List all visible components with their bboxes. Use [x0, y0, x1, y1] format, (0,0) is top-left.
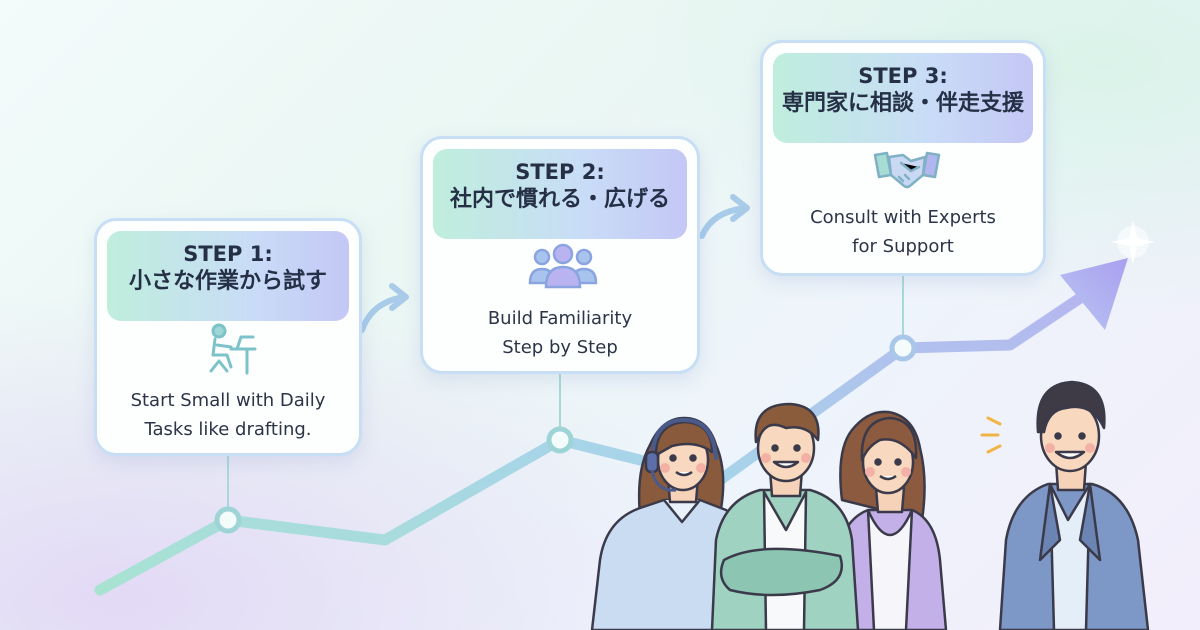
- path-node-3: [889, 334, 917, 362]
- step-desc-3b: for Support: [852, 236, 954, 257]
- sparkle-icon: [1111, 220, 1155, 264]
- step-card-3: STEP 3: 専門家に相談・伴走支援 Consult with Experts…: [760, 40, 1046, 276]
- handshake-icon: [873, 151, 941, 189]
- path-node-1: [214, 506, 242, 534]
- group-of-people-icon: [528, 243, 598, 289]
- step-number-1: STEP 1:: [183, 242, 273, 266]
- step-desc-2b: Step by Step: [502, 337, 618, 358]
- step-label-2: STEP 2: 社内で慣れる・広げる: [433, 149, 687, 239]
- step-label-3: STEP 3: 専門家に相談・伴走支援: [773, 53, 1033, 143]
- step-desc-2a: Build Familiarity: [487, 308, 633, 329]
- step-desc-3a: Consult with Experts: [810, 207, 996, 228]
- step-number-2: STEP 2:: [515, 160, 605, 184]
- person-woman-cardigan: [828, 410, 948, 630]
- person-man-suit: [998, 380, 1150, 630]
- growth-arrow-head: [1060, 258, 1128, 330]
- step-card-1: STEP 1: 小さな作業から試す Start Small with Daily…: [94, 218, 362, 456]
- person-at-desk-icon: [209, 323, 257, 375]
- step-title-2: 社内で慣れる・広げる: [449, 187, 670, 212]
- step-number-3: STEP 3:: [858, 64, 948, 88]
- curved-arrow-2: [699, 194, 750, 239]
- person-woman-headset: [590, 416, 750, 630]
- attention-lines-icon: [980, 416, 1002, 454]
- step-title-3: 専門家に相談・伴走支援: [781, 91, 1024, 116]
- step-desc-1b: Tasks like drafting.: [144, 419, 312, 440]
- person-man-arms-crossed: [710, 402, 860, 630]
- step-desc-1a: Start Small with Daily: [130, 390, 326, 411]
- curved-arrow-1: [359, 283, 409, 333]
- growth-path-line: [94, 272, 1116, 596]
- step-title-1: 小さな作業から試す: [128, 269, 327, 294]
- path-node-2: [546, 426, 574, 454]
- step-card-2: STEP 2: 社内で慣れる・広げる Build Familiarity Ste…: [420, 136, 700, 374]
- step-label-1: STEP 1: 小さな作業から試す: [107, 231, 349, 321]
